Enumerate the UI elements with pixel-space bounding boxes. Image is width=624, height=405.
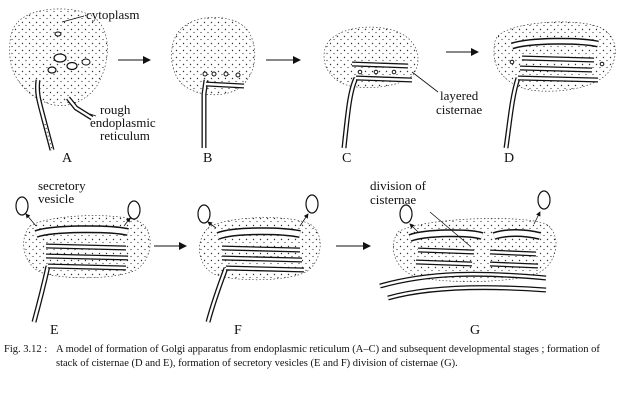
label-division-line2: cisternae: [370, 192, 416, 207]
stage-b-cell: [172, 17, 255, 148]
stage-label-d: D: [504, 151, 514, 166]
stage-label-c: C: [342, 151, 351, 166]
figure-caption: Fig. 3.12 : A model of formation of Golg…: [4, 343, 622, 371]
caption-number: Fig. 3.12 :: [4, 343, 54, 357]
stage-d-cell: [494, 22, 615, 148]
stage-label-f: F: [234, 323, 242, 338]
stage-c-cell: [324, 27, 418, 148]
stage-label-e: E: [50, 323, 59, 338]
label-secretory-line2: vesicle: [38, 191, 74, 206]
label-cytoplasm: cytoplasm: [86, 7, 139, 22]
stage-label-b: B: [203, 151, 212, 166]
layered-pointer: [412, 72, 438, 92]
label-rer-line3: reticulum: [100, 128, 150, 143]
golgi-formation-diagram: cytoplasm rough endoplasmic reticulum A …: [0, 0, 624, 340]
label-layered-line1: layered: [440, 88, 479, 103]
stage-f-cell: [198, 195, 320, 322]
stage-e-cell: [16, 197, 150, 322]
stage-label-a: A: [62, 151, 73, 166]
label-division-line1: division of: [370, 178, 427, 193]
stage-label-g: G: [470, 323, 480, 338]
label-layered-line2: cisternae: [436, 102, 482, 117]
caption-text: A model of formation of Golgi apparatus …: [56, 343, 622, 371]
